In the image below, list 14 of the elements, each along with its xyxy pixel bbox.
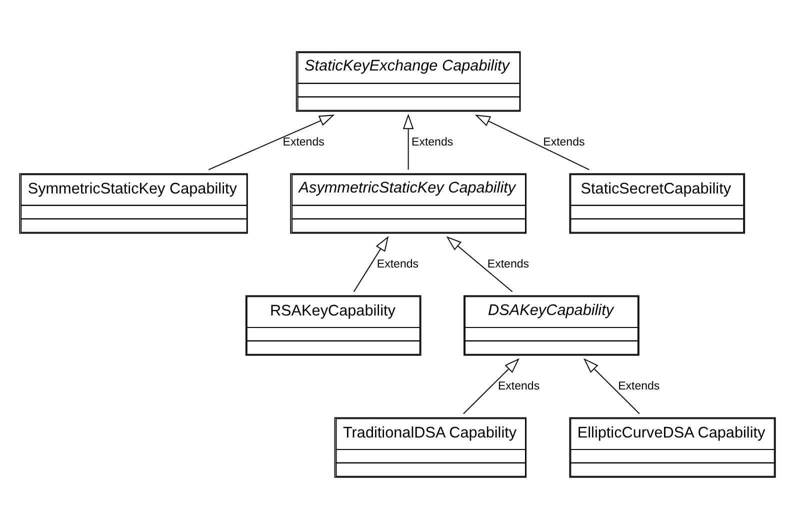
arrow bbox=[474, 114, 590, 170]
edge-label: Extends bbox=[376, 258, 419, 270]
arrow bbox=[208, 114, 335, 170]
arrow bbox=[463, 358, 520, 414]
arrow bbox=[583, 358, 640, 414]
arrow bbox=[402, 114, 414, 170]
arrow bbox=[446, 236, 513, 292]
edge-label: Extends bbox=[282, 136, 324, 148]
arrow bbox=[353, 236, 389, 292]
edge-label: Extends bbox=[543, 136, 585, 148]
edge-label: Extends bbox=[487, 258, 530, 270]
edge-label: Extends bbox=[498, 380, 540, 392]
edge-label: Extends bbox=[618, 380, 660, 392]
edge-label: Extends bbox=[412, 136, 454, 148]
